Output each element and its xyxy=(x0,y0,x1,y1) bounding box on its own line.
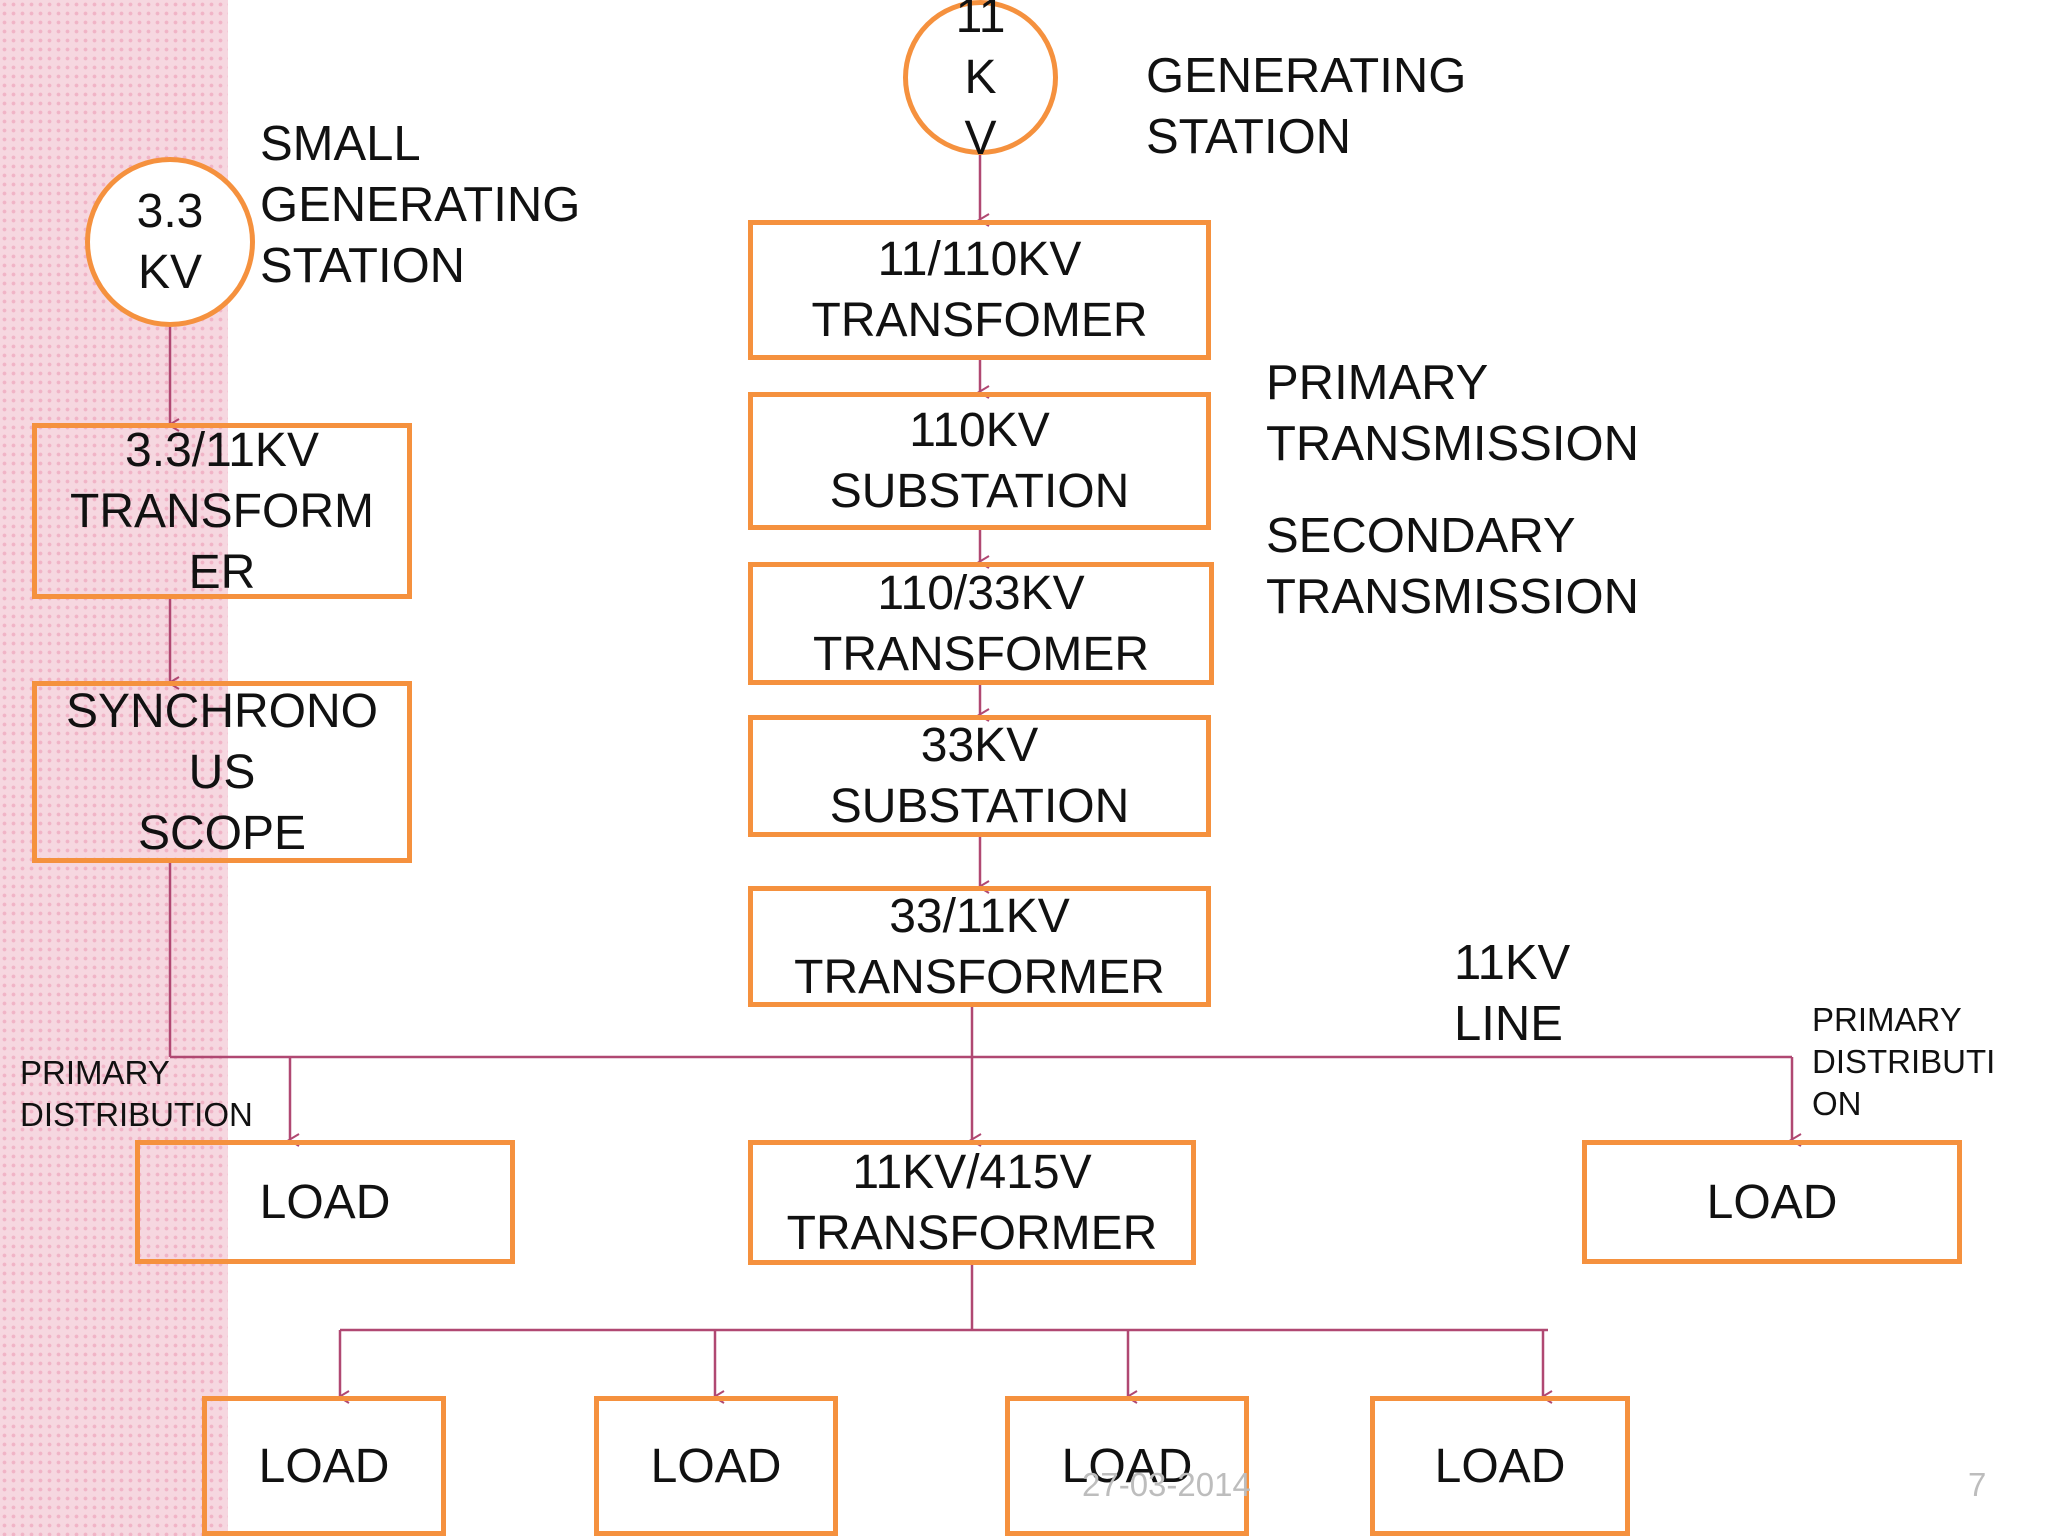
footer-date: 27-03-2014 xyxy=(1082,1466,1251,1503)
generating-station-voltage-line: 11 xyxy=(955,0,1006,43)
small-generating-station-label: SMALL GENERATING STATION xyxy=(260,117,581,293)
load-bottom-1: LOAD xyxy=(202,1396,446,1536)
primary-distribution-right-label: PRIMARY DISTRIBUTI ON xyxy=(1812,1001,1996,1122)
load-bottom-2: LOAD xyxy=(594,1396,838,1536)
generating-station-voltage-line: V xyxy=(964,112,997,165)
secondary-transmission-label: SECONDARY TRANSMISSION xyxy=(1266,509,1639,624)
step-up-transformer-3-3-11kv: 3.3/11KV TRANSFORM ER xyxy=(32,423,412,599)
synchroscope: SYNCHRONO US SCOPE xyxy=(32,681,412,863)
transformer-33-11kv: 33/11KV TRANSFORMER xyxy=(748,886,1211,1007)
substation-33kv: 33KV SUBSTATION xyxy=(748,715,1211,837)
generating-station-node: 11 K V xyxy=(903,0,1058,165)
primary-distribution-left-label: PRIMARY DISTRIBUTION xyxy=(20,1054,253,1133)
load-bottom-4: LOAD xyxy=(1370,1396,1630,1536)
page-number: 7 xyxy=(1968,1466,1987,1503)
transformer-11-110kv: 11/110KV TRANSFOMER xyxy=(748,220,1211,360)
line-11kv-label: 11KV LINE xyxy=(1454,936,1571,1051)
load-right: LOAD xyxy=(1582,1140,1962,1264)
load-left: LOAD xyxy=(135,1140,515,1264)
generating-station-label: GENERATING STATION xyxy=(1146,49,1467,164)
small-generating-station-node: 3.3 KV xyxy=(85,157,255,327)
transformer-110-33kv: 110/33KV TRANSFOMER xyxy=(748,562,1214,685)
generating-station-voltage-line: K xyxy=(964,51,997,104)
primary-transmission-label: PRIMARY TRANSMISSION xyxy=(1266,356,1639,471)
distribution-transformer-11kv-415v: 11KV/415V TRANSFORMER xyxy=(748,1140,1196,1265)
substation-110kv: 110KV SUBSTATION xyxy=(748,392,1211,530)
load-bottom-3: LOAD xyxy=(1005,1396,1249,1536)
